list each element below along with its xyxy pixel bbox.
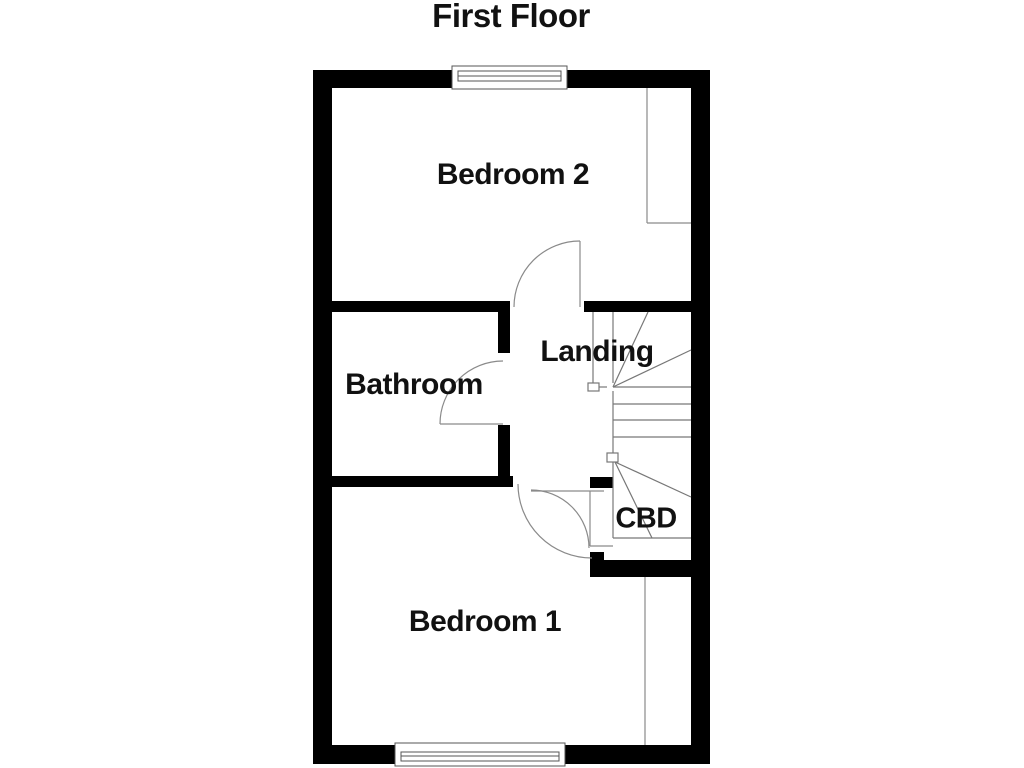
- room-label-landing: Landing: [540, 335, 654, 368]
- wall-divider-bedroom2-right: [584, 301, 691, 312]
- door-bedroom1-swing-inner: [530, 489, 590, 549]
- wall-top-left: [313, 70, 452, 88]
- stair-winder-lower-2: [614, 461, 653, 539]
- wall-landing-stub: [590, 477, 613, 488]
- wall-bathroom-right-upper: [498, 301, 510, 353]
- stair-post-upper: [587, 382, 600, 392]
- inner-walls: [332, 301, 691, 577]
- room-label-bedroom2: Bedroom 2: [436, 158, 590, 191]
- wall-bathroom-right-lower: [498, 425, 510, 487]
- stair-post-lower: [606, 452, 619, 463]
- wall-left: [313, 70, 332, 764]
- stair-winder-upper-2: [612, 349, 692, 388]
- door-bedroom2-swing: [513, 240, 581, 308]
- stair-winder-upper-1: [612, 311, 649, 388]
- door-bedroom2-icon: [513, 240, 581, 308]
- wall-bathroom-bottom: [332, 476, 513, 487]
- door-bathroom-icon: [439, 360, 504, 425]
- bedroom2-closet-lines: [646, 88, 691, 224]
- room-label-cupboard: CBD: [615, 502, 677, 535]
- room-label-bathroom: Bathroom: [345, 368, 483, 401]
- door-bathroom-swing: [439, 360, 504, 425]
- window-top-icon: [451, 65, 568, 90]
- outer-walls: [313, 70, 710, 764]
- window-bottom-icon: [394, 742, 566, 767]
- page-title: First Floor: [432, 0, 590, 34]
- door-bedroom1-swing-outer: [517, 483, 593, 559]
- wall-bedroom1-top-stub: [590, 552, 604, 577]
- wall-bottom-right: [565, 745, 710, 764]
- staircase-icon: [587, 311, 692, 539]
- wall-divider-bedroom2-left: [332, 301, 503, 312]
- room-label-bedroom1: Bedroom 1: [408, 605, 562, 638]
- wall-bedroom1-top: [590, 560, 691, 577]
- wall-top-right: [567, 70, 710, 88]
- wall-right: [691, 70, 710, 764]
- door-bedroom1-icon: [517, 483, 613, 559]
- wall-bottom-left: [313, 745, 395, 764]
- stair-winder-lower-1: [614, 461, 692, 498]
